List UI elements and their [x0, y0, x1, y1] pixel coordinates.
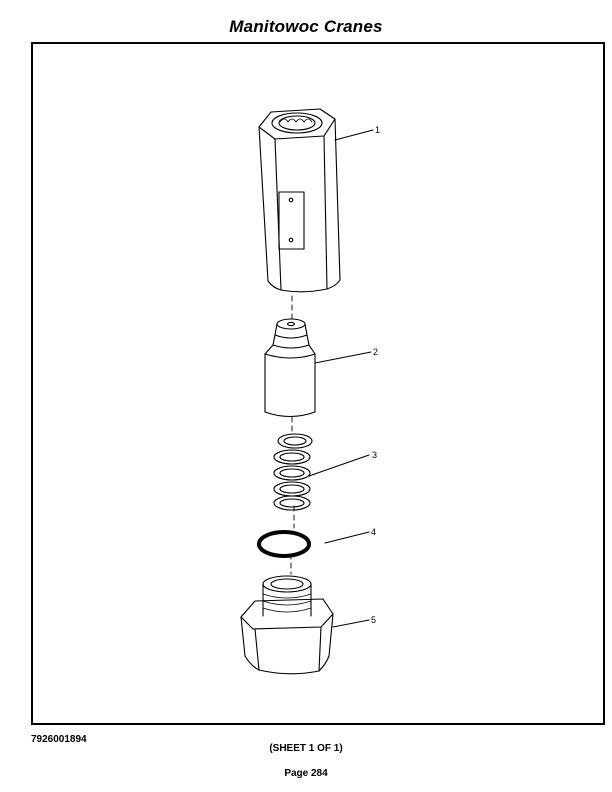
drawing-frame: 1 2 3 4 5 — [31, 42, 605, 725]
callout-label: 4 — [371, 527, 376, 537]
part-1-hex-coupling — [258, 108, 341, 293]
part-5-hex-plug — [240, 575, 334, 675]
sheet-indicator: (SHEET 1 OF 1) — [269, 743, 343, 754]
page-header-title: Manitowoc Cranes — [229, 17, 383, 36]
part-3-spring — [273, 433, 313, 511]
page-number: Page 284 — [284, 768, 328, 779]
part-4-o-ring — [257, 530, 311, 558]
callout-label: 3 — [372, 450, 377, 460]
exploded-view-diagram: 1 2 3 4 5 — [240, 108, 380, 675]
callout-label: 2 — [373, 347, 378, 357]
callout-label: 1 — [375, 125, 380, 135]
drawing-number: 7926001894 — [31, 734, 87, 745]
callout-label: 5 — [371, 615, 376, 625]
part-2-poppet — [264, 318, 316, 418]
